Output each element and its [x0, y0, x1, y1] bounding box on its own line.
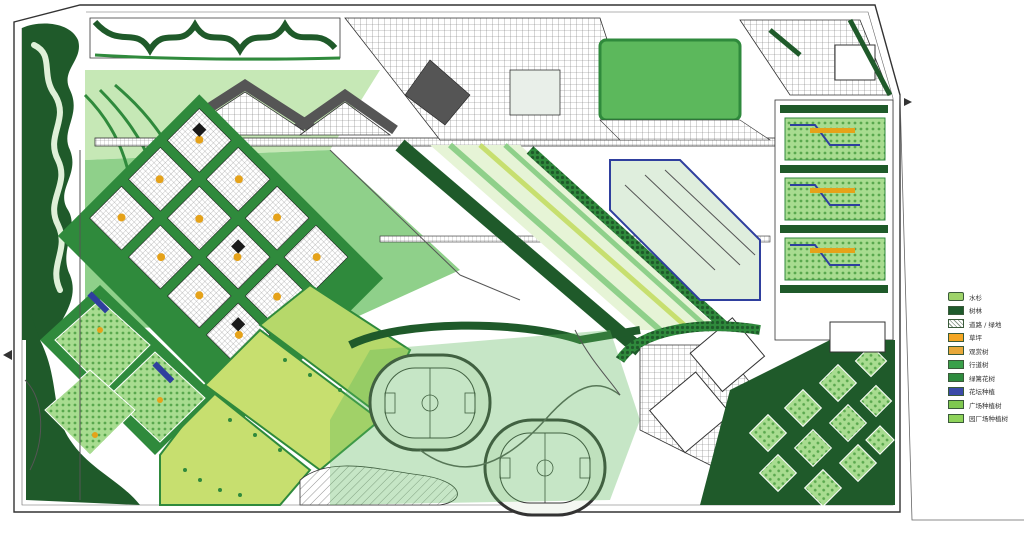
southwest-courtyards	[24, 285, 215, 471]
legend-swatch	[948, 386, 964, 396]
legend-swatch	[948, 332, 964, 342]
walkways	[79, 149, 621, 500]
legend: 水杉树林道路 / 绿地草坪观赏树行道树绿篱花树花坛种植广场种植树园厂场种植树	[948, 290, 1022, 425]
sports-fields	[299, 353, 621, 517]
northeast-corner	[739, 18, 893, 97]
legend-swatch	[948, 319, 964, 329]
legend-item: 广场种植树	[948, 398, 1022, 412]
legend-label: 树林	[969, 307, 982, 316]
legend-item: 花坛种植	[948, 385, 1022, 399]
legend-swatch	[948, 292, 964, 302]
legend-swatch	[948, 400, 964, 410]
north-hedge-band	[89, 17, 341, 61]
legend-label: 道路 / 绿地	[969, 320, 1002, 329]
legend-item: 园厂场种植树	[948, 412, 1022, 426]
legend-item: 观赏树	[948, 344, 1022, 358]
north-green-court	[598, 38, 771, 141]
legend-swatch	[948, 346, 964, 356]
running-track-west	[368, 353, 492, 452]
legend-label: 观赏树	[969, 347, 989, 356]
legend-label: 绿篱花树	[969, 374, 995, 383]
central-diagonal-boulevard	[395, 139, 744, 356]
track-hedge	[348, 321, 641, 349]
legend-item: 水杉	[948, 290, 1022, 304]
legend-item: 草坪	[948, 331, 1022, 345]
legend-item: 树林	[948, 304, 1022, 318]
legend-label: 花坛种植	[969, 388, 995, 397]
west-entrance-marker	[3, 350, 12, 360]
running-track-east	[483, 418, 607, 517]
legend-swatch	[948, 413, 964, 423]
legend-swatch	[948, 373, 964, 383]
legend-label: 广场种植树	[969, 401, 1002, 410]
legend-label: 水杉	[969, 293, 982, 302]
legend-label: 草坪	[969, 334, 982, 343]
legend-item: 行道树	[948, 358, 1022, 372]
lawn-around-tracks	[330, 330, 640, 505]
north-plaza	[344, 17, 641, 141]
legend-item: 道路 / 绿地	[948, 317, 1022, 331]
east-entrance-marker	[904, 98, 912, 106]
legend-item: 绿篱花树	[948, 371, 1022, 385]
legend-swatch	[948, 359, 964, 369]
east-parking-strips	[609, 159, 761, 301]
southeast-garden-grid	[700, 321, 895, 508]
east-building-wings	[774, 99, 894, 341]
legend-swatch	[948, 305, 964, 315]
east-road-edge	[899, 94, 1024, 521]
west-forest-belt	[22, 23, 140, 505]
legend-label: 园厂场种植树	[969, 415, 1008, 424]
legend-label: 行道树	[969, 361, 989, 370]
